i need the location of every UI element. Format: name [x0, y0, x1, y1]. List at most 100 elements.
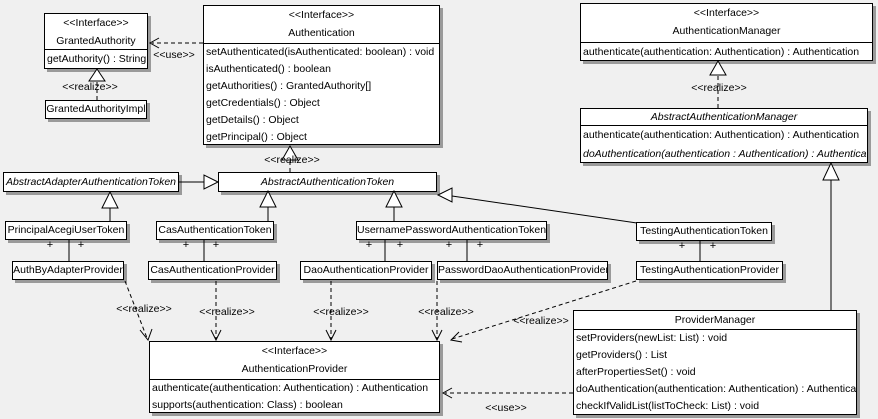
class-cas-authentication-provider[interactable]: CasAuthenticationProvider	[148, 261, 277, 280]
association-end-plus: +	[476, 239, 484, 251]
association-end-plus: +	[46, 239, 54, 251]
edge-realize-grantedauthorityimpl	[88, 68, 106, 100]
method: authenticate(authentication: Authenticat…	[583, 46, 860, 58]
method: setAuthenticated(isAuthenticated: boolea…	[206, 46, 435, 58]
class-name: CasAuthenticationProvider	[150, 264, 275, 276]
realize-label: <<realize>>	[264, 154, 320, 166]
class-name: UsernamePasswordAuthenticationToken	[357, 224, 547, 236]
realize-label: <<realize>>	[418, 306, 474, 318]
method: authenticate(authentication: Authenticat…	[583, 129, 860, 141]
stereotype-label: <<Interface>>	[261, 345, 328, 357]
association-end-plus: +	[709, 240, 717, 252]
class-granted-authority-impl[interactable]: GrantedAuthorityImpl	[45, 100, 147, 119]
class-provider-manager[interactable]: ProviderManager setProviders(newList: Li…	[573, 310, 857, 415]
association-end-plus: +	[212, 239, 220, 251]
method: getAuthorities() : GrantedAuthority[]	[206, 80, 372, 92]
class-name: PrincipalAcegiUserToken	[7, 224, 125, 236]
method: doAuthentication(authentication: Authent…	[576, 383, 857, 395]
association-end-plus: +	[77, 239, 85, 251]
edge-generalization-principalacegiusertoken	[101, 190, 119, 221]
method: getDetails() : Object	[206, 114, 299, 126]
class-header: <<Interface>> AuthenticationProvider	[150, 342, 439, 380]
edge-generalization-abstractadapter-to-abstracttoken	[179, 174, 220, 190]
edge-use-providermanager-authenticationprovider	[441, 387, 573, 399]
method: getAuthority() : String	[47, 53, 147, 65]
method: getProviders() : List	[576, 349, 668, 361]
class-name: AbstractAuthenticationToken	[260, 176, 395, 188]
method: checkIfValidList(listToCheck: List) : vo…	[576, 400, 760, 412]
stereotype-label: <<Interface>>	[693, 7, 760, 19]
class-abstract-authentication-token[interactable]: AbstractAuthenticationToken	[218, 172, 437, 192]
association-end-plus: +	[445, 239, 453, 251]
class-name: TestingAuthenticationToken	[640, 225, 768, 237]
realize-label: <<realize>>	[62, 81, 118, 93]
realize-label: <<realize>>	[116, 303, 172, 315]
method: doAuthentication(authentication : Authen…	[583, 148, 868, 160]
edge-realize-abstractauthenticationmanager	[709, 59, 727, 108]
class-header: ProviderManager	[574, 311, 856, 330]
class-granted-authority[interactable]: <<Interface>> GrantedAuthority getAuthor…	[44, 13, 148, 69]
class-header: <<Interface>> Authentication	[204, 6, 439, 44]
stereotype-label: <<Interface>>	[288, 9, 355, 21]
class-abstract-adapter-authentication-token[interactable]: AbstractAdapterAuthenticationToken	[3, 172, 179, 192]
edge-realize-testingauthenticationprovider	[449, 280, 637, 343]
edge-realize-abstractauthenticationtoken	[281, 144, 299, 172]
association-end-plus: +	[365, 239, 373, 251]
class-cas-authentication-token[interactable]: CasAuthenticationToken	[156, 221, 274, 240]
method: supports(authentication: Class) : boolea…	[152, 399, 343, 411]
class-abstract-authentication-manager[interactable]: AbstractAuthenticationManager authentica…	[580, 108, 868, 163]
class-authentication-provider[interactable]: <<Interface>> AuthenticationProvider aut…	[149, 341, 440, 413]
method: afterPropertiesSet() : void	[576, 366, 696, 378]
class-name: ProviderManager	[674, 314, 756, 326]
realize-label: <<realize>>	[199, 306, 255, 318]
class-header: AbstractAuthenticationManager	[581, 109, 867, 126]
class-name: GrantedAuthority	[56, 35, 136, 47]
edge-realize-authbyadapterprovider	[124, 280, 153, 342]
method: isAuthenticated() : boolean	[206, 63, 331, 75]
realize-label: <<realize>>	[313, 306, 369, 318]
edge-generalization-testingauthenticationtoken	[436, 187, 638, 224]
class-username-password-authentication-token[interactable]: UsernamePasswordAuthenticationToken	[356, 221, 547, 240]
edge-generalization-casauthenticationtoken	[259, 189, 277, 221]
method: getPrincipal() : Object	[206, 131, 307, 143]
class-name: GrantedAuthorityImpl	[46, 103, 146, 115]
realize-label: <<realize>>	[513, 315, 569, 327]
edge-use-authentication-grantedauthority	[148, 37, 203, 49]
class-name: CasAuthenticationToken	[158, 224, 272, 236]
class-authentication-manager[interactable]: <<Interface>> AuthenticationManager auth…	[580, 3, 873, 61]
stereotype-label: <<Interface>>	[63, 17, 129, 29]
class-password-dao-authentication-provider[interactable]: PasswordDaoAuthenticationProvider	[437, 261, 608, 280]
class-name: AbstractAuthenticationManager	[650, 111, 798, 123]
class-name: Authentication	[288, 27, 355, 39]
class-testing-authentication-provider[interactable]: TestingAuthenticationProvider	[636, 261, 783, 280]
class-authentication[interactable]: <<Interface>> Authentication setAuthenti…	[203, 5, 440, 145]
class-dao-authentication-provider[interactable]: DaoAuthenticationProvider	[300, 261, 432, 280]
method: setProviders(newList: List) : void	[576, 332, 728, 344]
method: authenticate(authentication: Authenticat…	[152, 382, 429, 394]
realize-label: <<realize>>	[691, 82, 747, 94]
edge-realize-daoauthenticationprovider	[325, 281, 337, 342]
class-name: AbstractAdapterAuthenticationToken	[5, 176, 177, 188]
class-testing-authentication-token[interactable]: TestingAuthenticationToken	[636, 222, 772, 241]
class-name: AuthByAdapterProvider	[13, 264, 123, 276]
class-name: DaoAuthenticationProvider	[303, 264, 429, 276]
class-header: <<Interface>> AuthenticationManager	[581, 4, 872, 43]
edge-realize-casauthenticationprovider	[210, 281, 222, 342]
class-header: <<Interface>> GrantedAuthority	[45, 14, 147, 50]
association-end-plus: +	[396, 239, 404, 251]
class-auth-by-adapter-provider[interactable]: AuthByAdapterProvider	[12, 261, 124, 280]
edge-generalization-usernamepasswordtoken	[385, 189, 403, 221]
association-end-plus: +	[678, 240, 686, 252]
use-label: <<use>>	[153, 49, 195, 61]
method: getCredentials() : Object	[206, 97, 320, 109]
class-name: AuthenticationManager	[672, 25, 781, 37]
class-name: TestingAuthenticationProvider	[640, 264, 779, 276]
class-name: PasswordDaoAuthenticationProvider	[438, 264, 608, 276]
use-label: <<use>>	[485, 402, 527, 414]
edge-generalization-providermanager	[822, 161, 840, 310]
edge-realize-passworddaoauthenticationprovider	[431, 281, 443, 342]
class-principal-acegi-user-token[interactable]: PrincipalAcegiUserToken	[5, 221, 127, 240]
association-end-plus: +	[182, 239, 190, 251]
